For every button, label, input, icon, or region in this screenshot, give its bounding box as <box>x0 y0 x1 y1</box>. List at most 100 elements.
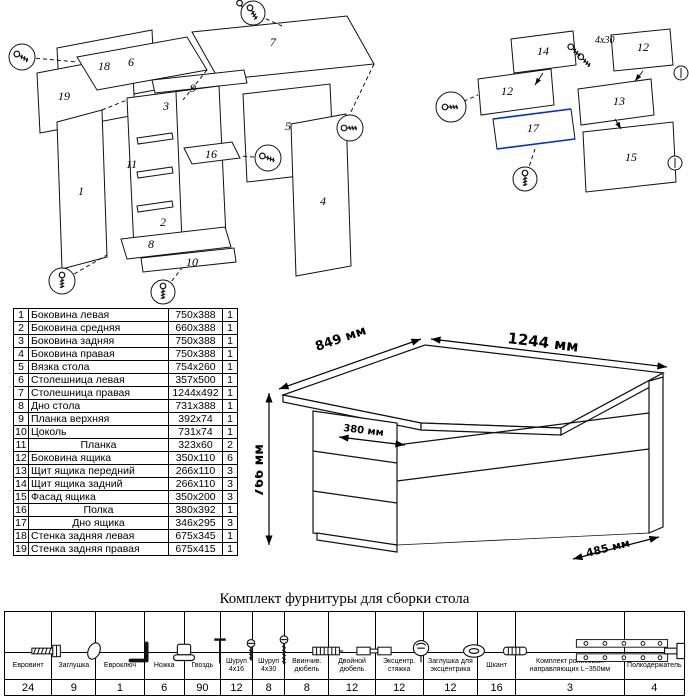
hardware-qty: 12 <box>422 679 479 696</box>
part-num: 4 <box>13 347 29 361</box>
cam-lock-icon <box>374 611 430 663</box>
part-qty: 6 <box>222 451 238 465</box>
part-name: Дно стола <box>28 399 169 413</box>
detail-marker <box>667 65 689 171</box>
part-name: Столешница правая <box>28 386 169 400</box>
part-callout-label: 14 <box>537 44 549 58</box>
hardware-qty: 12 <box>374 679 424 696</box>
part-qty: 1 <box>222 321 238 335</box>
part-size: 675x415 <box>168 542 223 556</box>
part-num: 2 <box>13 321 29 335</box>
part-qty: 1 <box>222 425 238 439</box>
part-qty: 1 <box>222 412 238 426</box>
part-callout-label: 8 <box>148 237 154 251</box>
screw-size-label: 4x30 <box>595 35 614 46</box>
part-num: 10 <box>13 425 29 439</box>
part-num: 8 <box>13 399 29 413</box>
part-num: 15 <box>13 490 29 504</box>
part-qty: 1 <box>222 308 238 322</box>
dowel-icon <box>477 611 527 656</box>
hardware-name: Двойной дюбель <box>328 652 376 680</box>
part-name: Столешница левая <box>28 373 169 387</box>
part-qty: 1 <box>222 529 238 543</box>
part-size: 350x110 <box>168 451 223 465</box>
part-qty: 1 <box>222 386 238 400</box>
part-num: 11 <box>13 438 29 452</box>
dimension-arrows <box>265 336 668 561</box>
part-callout-label: 2 <box>160 215 166 229</box>
part-qty: 1 <box>222 542 238 556</box>
drawer-exploded-view: 14 12 12 13 17 15 4x30 <box>435 28 689 193</box>
part-callout-label: 12 <box>637 40 649 54</box>
part-qty: 3 <box>222 516 238 530</box>
part-callout-label: 5 <box>285 119 291 133</box>
part-size: 750x388 <box>168 308 223 322</box>
part-name: Стенка задняя левая <box>28 529 169 543</box>
part-callout-label: 11 <box>126 157 137 171</box>
part-callout-label: 7 <box>270 35 277 49</box>
part-name: Дно ящика <box>28 516 169 530</box>
part-name: Планка верхняя <box>28 412 169 426</box>
part-size: 357x500 <box>168 373 223 387</box>
part-name: Щит ящика передний <box>28 464 169 478</box>
part-num: 14 <box>13 477 29 491</box>
part-callout-labels: 6 7 18 19 1 2 3 16 5 4 8 10 11 9 <box>58 35 326 269</box>
part-num: 19 <box>13 542 29 556</box>
part-size: 660x388 <box>168 321 223 335</box>
cam-cap-icon <box>422 611 486 658</box>
part-size: 750x388 <box>168 334 223 348</box>
part-size: 392x74 <box>168 412 223 426</box>
part-num: 17 <box>13 516 29 530</box>
hardware-qty: 90 <box>183 679 221 696</box>
part-num: 3 <box>13 334 29 348</box>
part-callout-label: 17 <box>527 121 540 135</box>
part-qty: 3 <box>222 477 238 491</box>
part-callout-labels: 14 12 12 13 17 15 4x30 <box>501 35 649 164</box>
part-callout-label: 3 <box>162 99 169 113</box>
hardware-qty: 6 <box>143 679 185 696</box>
screw-in-dowel-icon <box>284 611 343 656</box>
hardware-name: Шуруп 4x30 <box>252 652 286 680</box>
part-size: 266x110 <box>168 464 223 478</box>
hardware-qty: 8 <box>252 679 286 696</box>
part-num: 9 <box>13 412 29 426</box>
hardware-qty: 4 <box>623 679 686 696</box>
part-num: 1 <box>13 308 29 322</box>
part-num: 7 <box>13 386 29 400</box>
dimension-drawing: 849 мм 1244 мм 380 мм 766 мм 485 мм <box>255 323 668 561</box>
part-num: 12 <box>13 451 29 465</box>
part-qty: 1 <box>222 399 238 413</box>
screw-4x16-icon <box>219 611 256 661</box>
part-name: Боковина левая <box>28 308 169 322</box>
hardware-qty: 8 <box>284 679 330 696</box>
part-name: Боковина задняя <box>28 334 169 348</box>
hardware-title: Комплект фурнитуры для сборки стола <box>219 591 470 607</box>
part-size: 380x392 <box>168 503 223 517</box>
part-name: Цоколь <box>28 425 169 439</box>
part-name: Щит ящика задний <box>28 477 169 491</box>
part-qty: 3 <box>222 490 238 504</box>
part-size: 323x60 <box>168 438 223 452</box>
part-qty: 3 <box>222 464 238 478</box>
part-name: Планка <box>28 438 169 452</box>
part-callout-label: 4 <box>320 194 326 208</box>
part-size: 750x388 <box>168 347 223 361</box>
part-name: Фасад ящика <box>28 490 169 504</box>
part-qty: 1 <box>222 334 238 348</box>
part-callout-label: 12 <box>501 84 513 98</box>
